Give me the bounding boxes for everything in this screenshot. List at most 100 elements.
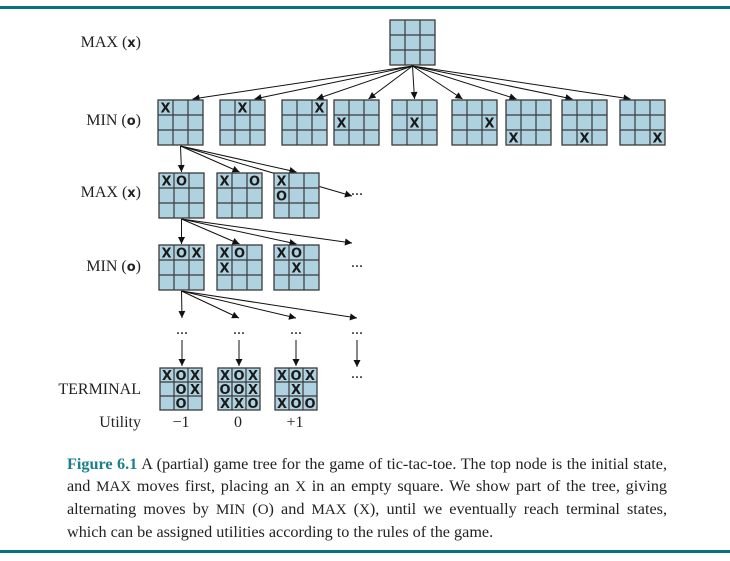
level1-board: X [619, 99, 666, 147]
x-mark: X [234, 397, 244, 412]
x-mark: X [220, 397, 230, 412]
level1-board: X [391, 99, 438, 146]
utility-value: +1 [286, 414, 304, 431]
tree-edge-arrow [180, 145, 353, 198]
level-label-max-1: MAX (x) [80, 34, 141, 51]
x-mark: X [579, 132, 589, 147]
x-mark: X [237, 102, 247, 117]
level-label-max-2: MAX (x) [80, 184, 141, 201]
x-mark: X [190, 369, 200, 384]
o-mark: O [247, 397, 258, 412]
x-mark: X [219, 175, 229, 190]
board-background [273, 172, 320, 219]
x-mark: X [160, 102, 170, 117]
o-mark: O [249, 175, 260, 190]
figure-number: Figure 6.1 [67, 455, 138, 473]
tree-edge-arrow [410, 65, 418, 100]
caption-fragment: MIN [216, 502, 246, 518]
caption-fragment: ) and [268, 500, 312, 518]
caption-fragment: MAX [311, 502, 347, 518]
tree-edge-arrow [181, 218, 297, 246]
x-mark: X [161, 175, 171, 190]
tree-edge-arrow [180, 145, 297, 174]
o-mark: O [290, 397, 301, 412]
ellipsis: ... [351, 365, 363, 382]
x-mark: X [291, 262, 301, 277]
tree-edge-arrow [412, 65, 631, 102]
board-background [274, 367, 318, 411]
o-mark: O [175, 369, 186, 384]
x-mark: X [277, 369, 287, 384]
level1-board: X [561, 99, 608, 147]
ellipsis: ... [233, 321, 245, 338]
board-background [273, 244, 320, 291]
x-mark: X [162, 369, 172, 384]
tree-edge-arrow [192, 65, 413, 102]
tree-edge-arrow [181, 218, 240, 245]
board-background [561, 99, 608, 146]
x-mark: X [220, 369, 230, 384]
x-mark: X [314, 102, 324, 117]
top-rule [0, 6, 730, 9]
tree-edge-arrow [254, 65, 413, 101]
o-mark: O [176, 247, 187, 262]
caption-fragment: X [295, 479, 307, 495]
caption-text: A (partial) game tree for the game of ti… [67, 455, 667, 541]
o-mark: O [219, 383, 230, 398]
ellipsis: ... [351, 321, 363, 338]
tree-edge-arrow [181, 290, 240, 319]
level-label-min-1: MIN (o) [86, 112, 141, 129]
caption-fragment: moves first, placing an [131, 477, 296, 495]
x-mark: X [277, 397, 287, 412]
o-mark: O [234, 247, 245, 262]
board-background [451, 99, 498, 146]
ellipsis: ... [290, 321, 302, 338]
board-background [219, 99, 266, 146]
x-mark: X [219, 262, 229, 277]
utility-value: −1 [172, 414, 190, 431]
x-mark: X [336, 117, 346, 132]
tree-edge-arrow [412, 65, 463, 100]
level2-board: XO [273, 172, 320, 219]
tree-edge-arrow [368, 65, 413, 100]
caption-fragment: A (partial) game tree for the game of ti… [67, 455, 667, 495]
o-mark: O [233, 369, 244, 384]
o-mark: O [304, 397, 315, 412]
x-mark: X [652, 132, 662, 147]
x-mark: X [276, 247, 286, 262]
tree-edge-arrow [412, 65, 573, 102]
board-background [157, 99, 204, 146]
tree-edge-arrow [181, 290, 297, 320]
o-mark: O [175, 383, 186, 398]
caption-fragment: ( [346, 500, 360, 518]
level1-board: X [157, 99, 204, 146]
board-background [217, 367, 261, 411]
tree-edge-arrow [181, 290, 358, 321]
level-label-terminal: TERMINAL [58, 381, 141, 398]
x-mark: X [409, 117, 419, 132]
board-background [333, 99, 380, 146]
tree-edge-arrow [180, 145, 240, 173]
x-mark: X [508, 132, 518, 147]
board-background [216, 244, 263, 291]
board-background [158, 244, 205, 291]
x-mark: X [276, 175, 286, 190]
tree-edges [177, 65, 631, 367]
level-label-min-2: MIN (o) [86, 258, 141, 275]
x-mark: X [191, 247, 201, 262]
board-background [159, 367, 203, 411]
o-mark: O [176, 175, 187, 190]
level1-board: X [505, 99, 552, 147]
level1-board: X [451, 99, 498, 146]
x-mark: X [190, 383, 200, 398]
board-background [619, 99, 666, 146]
board-background [216, 172, 263, 219]
o-mark: O [175, 397, 186, 412]
